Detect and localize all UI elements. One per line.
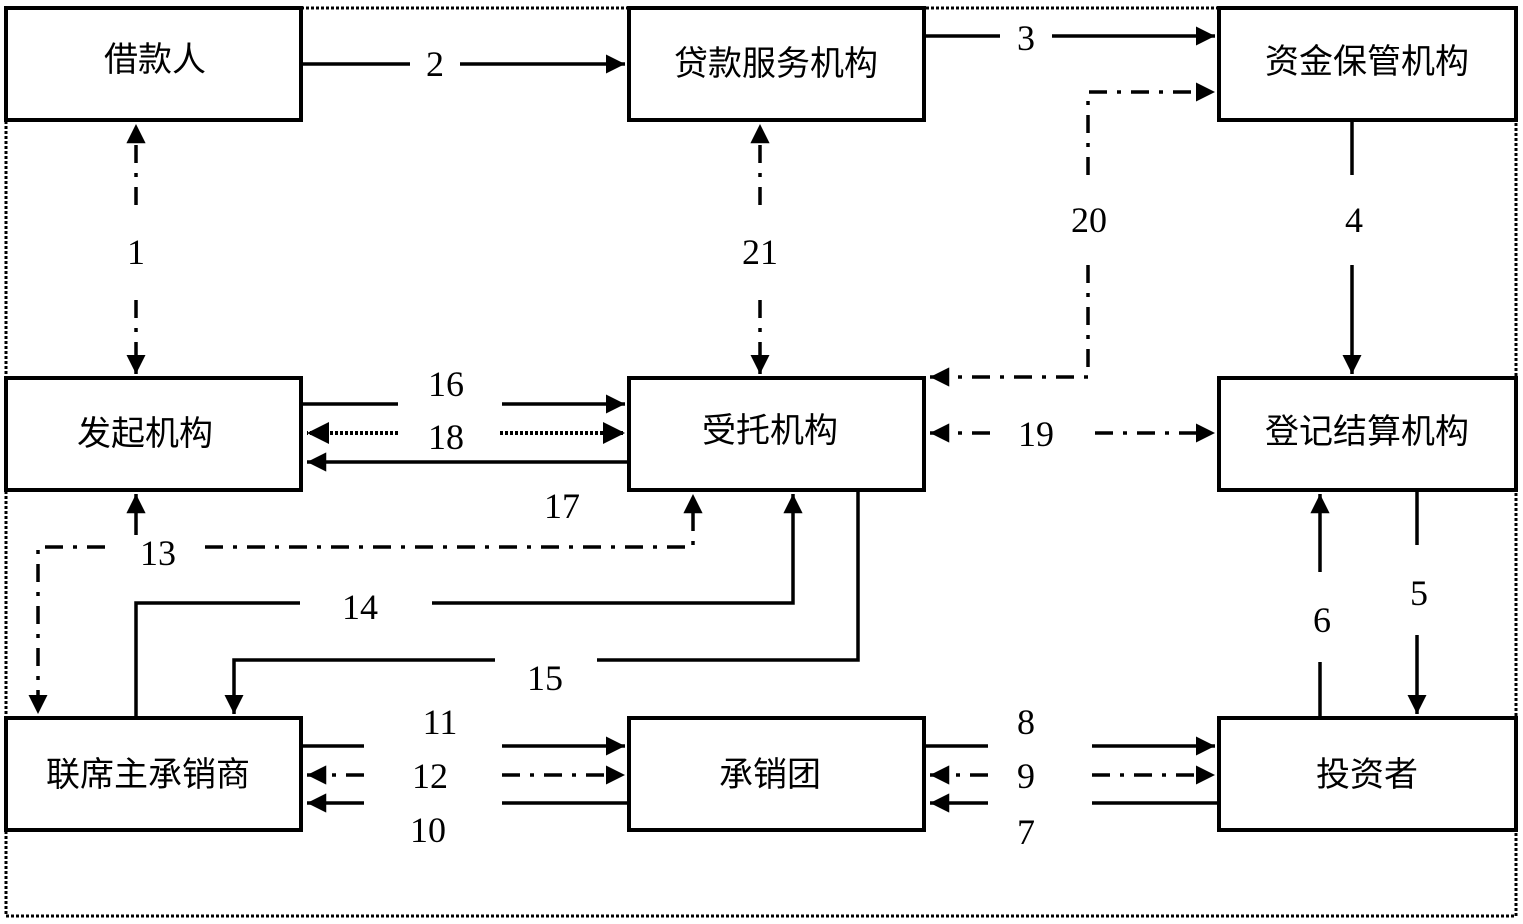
node-label: 投资者 (1316, 755, 1418, 795)
edge-12: 12 (307, 756, 625, 796)
edge-16: 16 (303, 364, 625, 414)
edge-5: 5 (1407, 492, 1428, 714)
edge-11: 11 (303, 702, 625, 756)
node-label: 联席主承销商 (46, 755, 250, 795)
edge-7: 7 (930, 793, 1217, 852)
node-label: 资金保管机构 (1265, 42, 1469, 82)
edge-label: 13 (140, 533, 176, 573)
edge-label: 9 (1017, 756, 1035, 796)
node-label: 承销团 (719, 755, 821, 795)
node-originator: 发起机构 (4, 376, 303, 492)
node-lead-underwriter: 联席主承销商 (4, 716, 303, 832)
edge-15: 15 (224, 492, 860, 714)
edge-label: 10 (410, 810, 446, 850)
node-loan-servicer: 贷款服务机构 (627, 6, 926, 122)
edge-label: 21 (742, 232, 778, 272)
edge-label: 12 (412, 756, 448, 796)
node-borrower: 借款人 (4, 6, 303, 122)
edge-label: 5 (1410, 573, 1428, 613)
node-label: 登记结算机构 (1265, 412, 1469, 452)
edge-label: 7 (1017, 812, 1035, 852)
edge-6: 6 (1310, 494, 1331, 716)
node-trustee: 受托机构 (627, 376, 926, 492)
edge-label: 3 (1017, 18, 1035, 58)
node-label: 贷款服务机构 (674, 44, 878, 84)
edge-label: 18 (428, 417, 464, 457)
edge-17: 17 (307, 452, 627, 526)
edge-21: 21 (742, 124, 778, 374)
node-underwriting-syndicate: 承销团 (627, 716, 926, 832)
edge-label: 2 (426, 44, 444, 84)
edge-9: 9 (930, 756, 1215, 796)
edge-label: 19 (1018, 414, 1054, 454)
node-label: 借款人 (104, 40, 206, 80)
edge-label: 8 (1017, 702, 1035, 742)
edge-label: 20 (1071, 200, 1107, 240)
edge-13: 13 (126, 494, 176, 573)
edge-label: 11 (423, 702, 458, 742)
edge-3: 3 (926, 18, 1215, 58)
edge-20: 20 (930, 82, 1215, 387)
node-investor: 投资者 (1217, 716, 1518, 832)
edge-label: 17 (544, 486, 580, 526)
edge-4: 4 (1342, 122, 1363, 374)
edge-label: 16 (428, 364, 464, 404)
edge-label: 4 (1345, 200, 1363, 240)
edge-label: 6 (1313, 600, 1331, 640)
edge-label: 15 (527, 658, 563, 698)
edge-lead-trustee-dashdot (28, 494, 703, 714)
node-label: 受托机构 (702, 411, 838, 451)
node-label: 发起机构 (77, 414, 213, 454)
edge-19: 19 (930, 414, 1215, 454)
edge-1: 1 (126, 124, 146, 374)
edge-10: 10 (307, 793, 627, 850)
edge-14: 14 (134, 494, 803, 716)
edge-label: 1 (127, 232, 145, 272)
edge-8: 8 (926, 702, 1215, 756)
edge-2: 2 (303, 44, 625, 84)
node-registration-settlement: 登记结算机构 (1217, 376, 1518, 492)
node-fund-custodian: 资金保管机构 (1217, 6, 1518, 122)
edge-label: 14 (342, 587, 378, 627)
edge-18: 18 (307, 417, 625, 457)
